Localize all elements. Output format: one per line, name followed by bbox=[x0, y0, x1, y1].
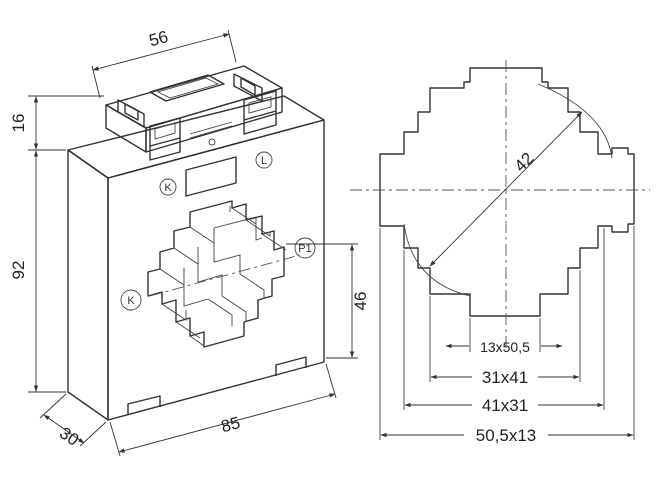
svg-text:41x31: 41x31 bbox=[482, 396, 528, 415]
transformer-front-face bbox=[107, 119, 325, 421]
dimension-50-5x13: 50,5x13 bbox=[380, 424, 634, 445]
opening-outline bbox=[379, 67, 635, 317]
dimension-56: 56 bbox=[91, 27, 237, 99]
svg-text:92: 92 bbox=[9, 261, 28, 280]
marking-k-side: K bbox=[120, 289, 142, 311]
svg-text:50,5x13: 50,5x13 bbox=[476, 426, 537, 445]
svg-text:K: K bbox=[127, 295, 135, 307]
dimension-92: 92 bbox=[9, 150, 66, 393]
svg-text:56: 56 bbox=[147, 27, 170, 50]
dimension-30: 30 bbox=[39, 393, 107, 450]
stepped-window-front bbox=[147, 200, 285, 348]
svg-text:13x50,5: 13x50,5 bbox=[480, 339, 530, 355]
transformer-isometric-view: K L bbox=[9, 27, 370, 457]
label-plate bbox=[185, 156, 237, 197]
mounting-foot-right bbox=[275, 356, 307, 376]
dimension-46: 46 bbox=[286, 243, 370, 359]
mounting-foot-left bbox=[127, 395, 161, 415]
window-centre-line bbox=[149, 254, 301, 297]
diameter-arc-lower bbox=[403, 223, 471, 297]
svg-text:P1: P1 bbox=[298, 243, 311, 255]
window-inner-steps bbox=[159, 206, 287, 347]
dimension-13x50-5: 13x50,5 bbox=[445, 339, 563, 355]
terminal-block bbox=[105, 65, 283, 161]
svg-text:46: 46 bbox=[351, 292, 370, 311]
dimension-16: 16 bbox=[9, 95, 104, 151]
window-opening-view: 42 13x50,5 31x41 41x31 bbox=[350, 60, 650, 445]
diameter-arc-upper bbox=[537, 83, 613, 159]
dimension-41x31: 41x31 bbox=[404, 394, 604, 415]
svg-text:K: K bbox=[164, 182, 172, 194]
svg-text:31x41: 31x41 bbox=[482, 368, 528, 387]
dimension-31x41: 31x41 bbox=[430, 366, 580, 387]
marking-k-top: K bbox=[159, 178, 177, 196]
dimension-85: 85 bbox=[109, 363, 337, 457]
marking-p1: P1 bbox=[294, 237, 316, 259]
svg-text:85: 85 bbox=[219, 413, 242, 436]
marking-l-top: L bbox=[255, 151, 273, 169]
svg-text:30: 30 bbox=[56, 423, 82, 449]
svg-text:L: L bbox=[261, 155, 267, 167]
svg-text:16: 16 bbox=[9, 114, 28, 133]
svg-text:42: 42 bbox=[511, 149, 538, 176]
transformer-side-face bbox=[67, 149, 109, 421]
